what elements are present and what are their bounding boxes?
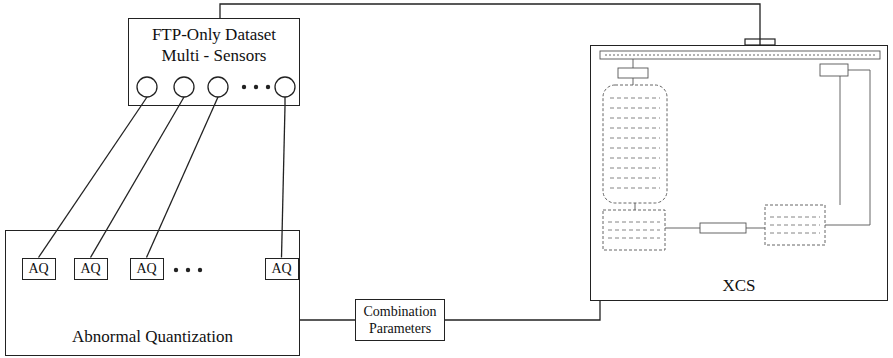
- sketch-action-set: [765, 205, 825, 245]
- connector: [220, 4, 760, 45]
- dot: [198, 268, 202, 272]
- connector: [39, 106, 142, 258]
- connector: [282, 106, 286, 258]
- aq-box: AQ: [22, 258, 56, 280]
- sketch-match-set: [603, 210, 665, 250]
- aq-box: AQ: [74, 258, 108, 280]
- node-label: FTP-Only Dataset: [152, 24, 276, 45]
- sensor-lead: [214, 97, 218, 106]
- node-label: Combination Parameters: [360, 303, 440, 338]
- quantization-group: AQ AQ AQ AQ Abnormal Quantization: [5, 230, 300, 356]
- node-label: AQ: [271, 260, 291, 278]
- aq-box: AQ: [265, 258, 299, 280]
- sensor-circle: [208, 77, 228, 97]
- process-box: Combination Parameters: [355, 299, 445, 341]
- node-label: Abnormal Quantization: [72, 326, 233, 347]
- dot: [242, 85, 246, 89]
- connector: [147, 106, 215, 258]
- sketch-arrows: [633, 59, 870, 228]
- sketch-hatch: [605, 55, 875, 56]
- aq-box: AQ: [130, 258, 164, 280]
- xcs-box: XCS: [590, 45, 888, 301]
- node-label: XCS: [722, 275, 755, 296]
- node-label: Multi - Sensors: [162, 45, 267, 66]
- xcs-sketch: [600, 51, 880, 250]
- sketch-box: [618, 68, 648, 78]
- dot: [186, 268, 190, 272]
- node-label: AQ: [80, 260, 100, 278]
- sketch-array: [700, 223, 746, 233]
- sensor-lead: [179, 97, 184, 106]
- sensor-circle: [174, 77, 194, 97]
- node-label: AQ: [28, 260, 48, 278]
- sensor-lead: [284, 97, 285, 106]
- dot: [174, 268, 178, 272]
- sketch-rows: [608, 98, 820, 238]
- sketch-population: [603, 85, 667, 203]
- ellipsis-dots: [174, 85, 270, 272]
- dot: [266, 85, 270, 89]
- sensor-group: [137, 77, 295, 106]
- connector: [91, 106, 179, 258]
- node-label: AQ: [136, 260, 156, 278]
- connector: [445, 301, 600, 320]
- dataset-box: FTP-Only DatasetMulti - Sensors: [128, 18, 300, 106]
- sensor-circle: [275, 77, 295, 97]
- dot: [254, 85, 258, 89]
- sketch-bar: [600, 51, 880, 59]
- sensor-circle: [137, 77, 157, 97]
- sensor-lead: [141, 97, 147, 106]
- connector: [300, 319, 355, 320]
- sketch-box: [820, 64, 848, 76]
